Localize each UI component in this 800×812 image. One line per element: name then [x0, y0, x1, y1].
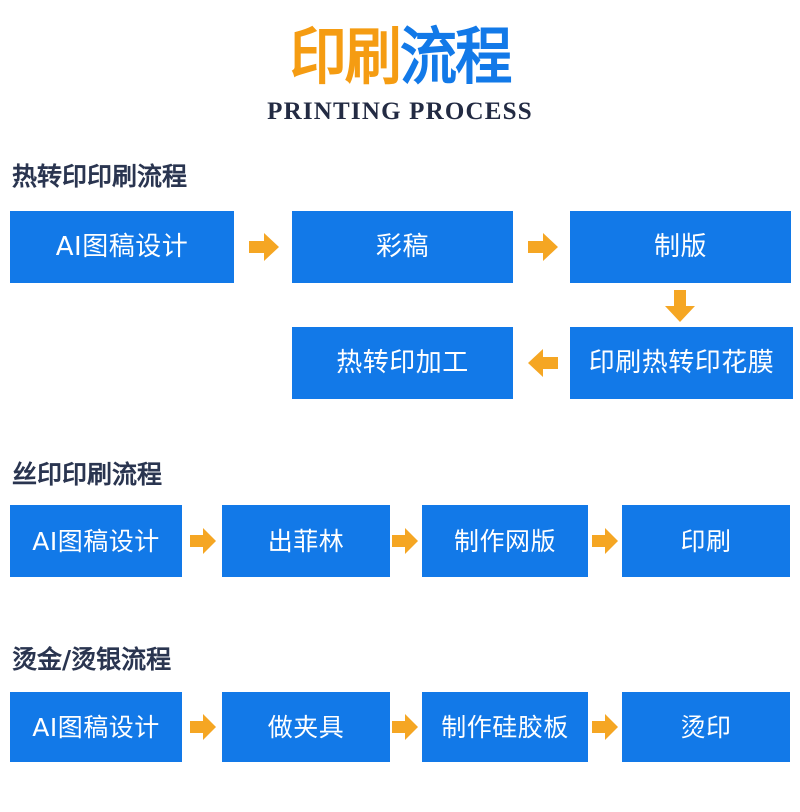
page-title-block: 印刷流程 PRINTING PROCESS — [0, 26, 800, 126]
node-silk-c3[interactable]: 制作网版 — [422, 505, 588, 577]
node-thermal-r2-c1[interactable]: 热转印加工 — [292, 327, 513, 399]
arrow-right-icon-silk-2 — [392, 528, 418, 554]
node-thermal-r1-c2[interactable]: 彩稿 — [292, 211, 513, 283]
page-title-orange-part: 印刷 — [289, 20, 402, 93]
arrow-right-icon-silk-1 — [190, 528, 216, 554]
node-foil-c2[interactable]: 做夹具 — [222, 692, 390, 762]
node-silk-c4[interactable]: 印刷 — [622, 505, 790, 577]
arrow-down-icon-thermal — [665, 290, 695, 322]
page-title-blue-part: 流程 — [400, 20, 512, 93]
arrow-right-icon-foil-3 — [592, 714, 618, 740]
arrow-right-icon-thermal-r1-2 — [528, 233, 558, 261]
arrow-right-icon-thermal-r1-1 — [249, 233, 279, 261]
node-foil-c4[interactable]: 烫印 — [622, 692, 790, 762]
node-thermal-r2-c2[interactable]: 印刷热转印花膜 — [570, 327, 793, 399]
node-silk-c1[interactable]: AI图稿设计 — [10, 505, 182, 577]
node-thermal-r1-c1[interactable]: AI图稿设计 — [10, 211, 234, 283]
node-thermal-r1-c3[interactable]: 制版 — [570, 211, 791, 283]
node-foil-c1[interactable]: AI图稿设计 — [10, 692, 182, 762]
arrow-right-icon-foil-1 — [190, 714, 216, 740]
arrow-left-icon-thermal-r2 — [528, 349, 558, 377]
arrow-right-icon-foil-2 — [392, 714, 418, 740]
page-title: 印刷流程 — [32, 26, 768, 88]
node-silk-c2[interactable]: 出菲林 — [222, 505, 390, 577]
section-heading-foil-stamping: 烫金/烫银流程 — [12, 645, 172, 674]
node-foil-c3[interactable]: 制作硅胶板 — [422, 692, 588, 762]
section-heading-thermal-transfer: 热转印印刷流程 — [12, 162, 188, 191]
arrow-right-icon-silk-3 — [592, 528, 618, 554]
section-heading-silk-screen: 丝印印刷流程 — [12, 460, 163, 489]
page-subtitle: PRINTING PROCESS — [267, 98, 533, 125]
